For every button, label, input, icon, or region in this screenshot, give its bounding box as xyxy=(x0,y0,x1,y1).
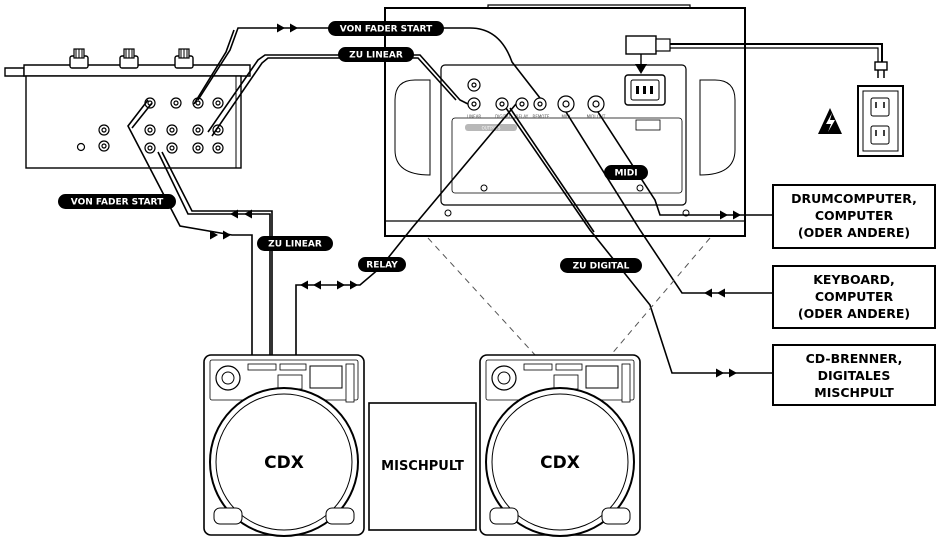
cdx-left-label: CDX xyxy=(264,453,304,473)
svg-text:ZU LINEAR: ZU LINEAR xyxy=(349,51,403,61)
cable-midi-keyboard xyxy=(565,111,773,294)
device-box-keyboard: KEYBOARD, COMPUTER (ODER ANDERE) xyxy=(772,265,936,329)
cdx-player-left: CDX xyxy=(203,354,365,537)
svg-text:VON FADER START: VON FADER START xyxy=(71,198,164,208)
svg-text:KEYBOARD,: KEYBOARD, xyxy=(813,272,895,287)
cable-relay xyxy=(295,103,517,357)
linear-jack-label: LINEAR xyxy=(467,114,482,119)
label-midi: MIDI xyxy=(604,165,648,180)
dj-mixer-rear xyxy=(4,48,251,169)
relay-jack-label: RELAY xyxy=(516,114,529,119)
label-zu-digital: ZU DIGITAL xyxy=(560,258,642,273)
device-box-drumcomputer: DRUMCOMPUTER, COMPUTER (ODER ANDERE) xyxy=(772,184,936,249)
svg-text:CD-BRENNER,: CD-BRENNER, xyxy=(806,351,903,366)
cable-zu-digital xyxy=(505,107,773,374)
mischpult-box: MISCHPULT xyxy=(368,402,477,531)
label-relay: RELAY xyxy=(358,257,406,272)
cdx-right-label: CDX xyxy=(540,453,580,473)
cdx-player-right: CDX xyxy=(479,354,641,537)
cable-fader-start-left xyxy=(127,99,253,357)
digital-jack-label: DIGITAL xyxy=(495,114,511,119)
remote-jack-label: REMOTE xyxy=(533,114,550,119)
power-plug xyxy=(625,35,671,74)
midi-out-jack-label: MIDI OUT xyxy=(587,114,606,119)
midi-in-jack-label: MIDI xyxy=(562,114,571,119)
device-box-cd-brenner: CD-BRENNER, DIGITALES MISCHPULT xyxy=(772,344,936,406)
cdx-rear-panel: OUTPUTS LINEAR DIGITAL RELAY REMOTE MIDI… xyxy=(384,4,746,237)
svg-text:MISCHPULT: MISCHPULT xyxy=(381,459,464,474)
svg-text:MISCHPULT: MISCHPULT xyxy=(814,385,894,400)
label-zu-linear-top: ZU LINEAR xyxy=(338,47,414,62)
svg-text:RELAY: RELAY xyxy=(366,261,398,271)
label-von-fader-start-left: VON FADER START xyxy=(58,194,176,209)
svg-text:DIGITALES: DIGITALES xyxy=(818,368,891,383)
cable-fader-start-top xyxy=(197,27,541,101)
mixer-knob xyxy=(69,48,89,69)
svg-text:VON FADER START: VON FADER START xyxy=(340,25,433,35)
warning-icon xyxy=(818,108,842,134)
svg-text:COMPUTER: COMPUTER xyxy=(815,289,894,304)
svg-text:ZU DIGITAL: ZU DIGITAL xyxy=(573,262,630,272)
svg-text:(ODER ANDERE): (ODER ANDERE) xyxy=(798,225,910,240)
svg-text:MIDI: MIDI xyxy=(614,169,637,179)
label-zu-linear-mid: ZU LINEAR xyxy=(257,236,333,251)
outputs-label: OUTPUTS xyxy=(482,126,501,131)
mixer-knob xyxy=(174,48,194,69)
wall-outlet xyxy=(857,61,904,157)
svg-text:ZU LINEAR: ZU LINEAR xyxy=(268,240,322,250)
svg-text:COMPUTER: COMPUTER xyxy=(815,208,894,223)
mixer-jacks xyxy=(76,97,224,154)
cable-midi-drum xyxy=(597,111,773,216)
mixer-knob xyxy=(119,48,139,69)
label-von-fader-start-top: VON FADER START xyxy=(328,21,444,36)
cable-zu-linear-mid xyxy=(157,151,271,357)
power-inlet xyxy=(624,74,666,106)
svg-text:DRUMCOMPUTER,: DRUMCOMPUTER, xyxy=(791,191,917,206)
svg-text:(ODER ANDERE): (ODER ANDERE) xyxy=(798,306,910,321)
